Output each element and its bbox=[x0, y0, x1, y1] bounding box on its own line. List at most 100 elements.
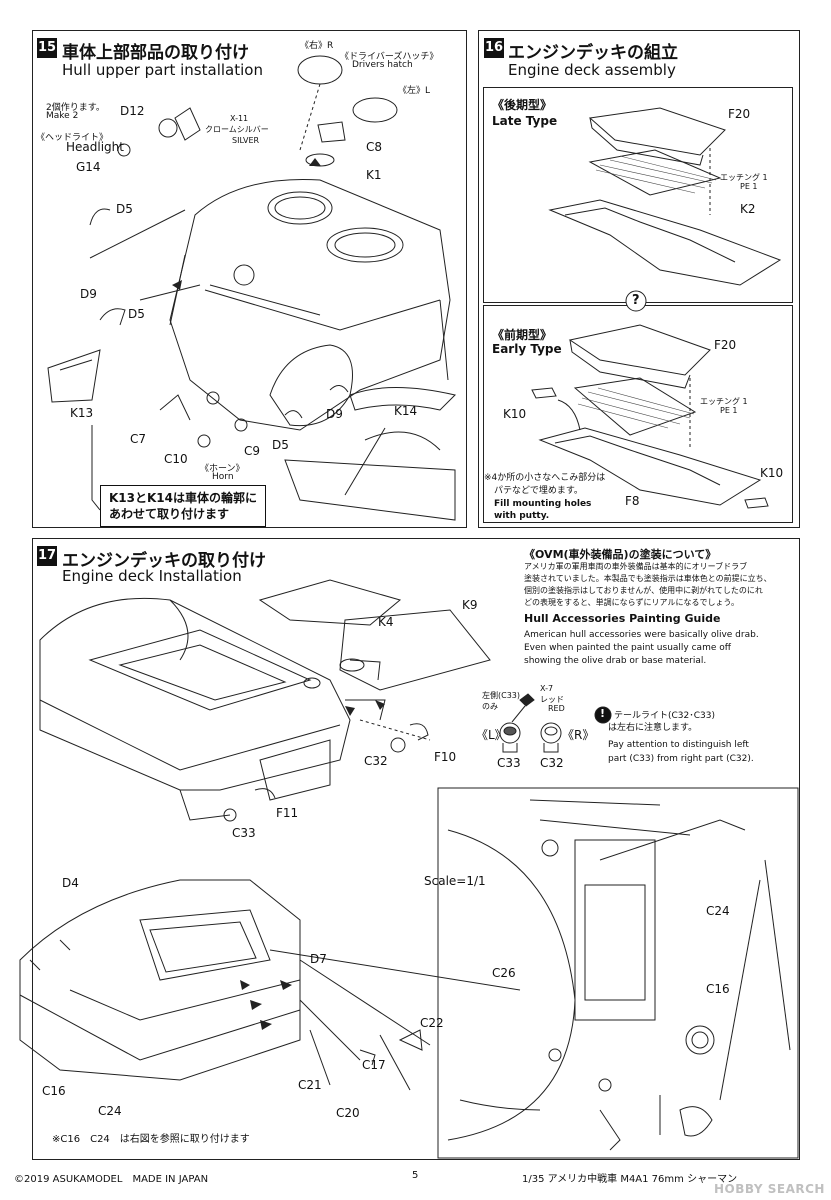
part-C32: C32 bbox=[364, 754, 388, 768]
paint-jp: クロームシルバー bbox=[205, 125, 269, 134]
part-D5-right: D5 bbox=[272, 438, 289, 452]
part-C33: C33 bbox=[232, 826, 256, 840]
putty-note-jp2: パテなどで埋めます。 bbox=[494, 486, 583, 496]
part-D4: D4 bbox=[62, 876, 79, 890]
scale-part-C24: C24 bbox=[706, 904, 730, 918]
horn-jp: 《ホーン》 bbox=[200, 464, 245, 474]
step15-number: 15 bbox=[37, 38, 57, 58]
early-type-jp: 《前期型》 bbox=[492, 328, 553, 342]
early-type-en: Early Type bbox=[492, 342, 562, 356]
step15-panel bbox=[32, 30, 467, 528]
putty-note-en2: with putty. bbox=[494, 511, 550, 521]
taillight-right-part: C32 bbox=[540, 756, 564, 770]
step17-panel bbox=[32, 538, 800, 1160]
part-C16: C16 bbox=[42, 1084, 66, 1098]
part-C17: C17 bbox=[362, 1058, 386, 1072]
make2-en: Make 2 bbox=[46, 111, 79, 121]
late-type-en: Late Type bbox=[492, 114, 558, 128]
early-part-K10-right: K10 bbox=[760, 466, 784, 480]
tail-jp-2: は左右に注意します。 bbox=[608, 723, 698, 733]
early-part-F8: F8 bbox=[625, 494, 640, 508]
tail-en-1: Pay attention to distinguish left bbox=[608, 740, 749, 750]
left-mark: 《L》 bbox=[476, 728, 507, 742]
part-C21: C21 bbox=[298, 1078, 322, 1092]
hatch-left-label: 《左》L bbox=[398, 86, 431, 96]
part-K1: K1 bbox=[366, 168, 382, 182]
scale-label: Scale=1/1 bbox=[424, 874, 486, 888]
step16-panel bbox=[478, 30, 800, 528]
question-mark: ? bbox=[632, 293, 640, 308]
part-C20: C20 bbox=[336, 1106, 360, 1120]
step17-bottom-note: ※C16 C24 は右図を参照に取り付けます bbox=[52, 1134, 250, 1145]
step15-note-line2: あわせて取り付けます bbox=[109, 507, 230, 521]
part-K14: K14 bbox=[394, 404, 418, 418]
red-jp: レッド bbox=[540, 695, 564, 704]
late-type-jp: 《後期型》 bbox=[492, 98, 553, 112]
taillight-left-part: C33 bbox=[497, 756, 521, 770]
ovm-body-en-2: Even when painted the paint usually came… bbox=[524, 643, 731, 653]
part-F10: F10 bbox=[434, 750, 457, 764]
step16-number: 16 bbox=[484, 38, 504, 58]
headlight-jp: 《ヘッドライト》 bbox=[36, 133, 109, 143]
footer-copyright: ©2019 ASUKAMODEL MADE IN JAPAN bbox=[14, 1174, 209, 1185]
part-D5-top: D5 bbox=[116, 202, 133, 216]
putty-note-en1: Fill mounting holes bbox=[494, 499, 592, 509]
ovm-title-en: Hull Accessories Painting Guide bbox=[524, 612, 721, 625]
putty-note-jp1: ※4か所の小さなへこみ部分は bbox=[484, 473, 606, 483]
ovm-body-jp-2: 塗装されていました。本製品でも塗装指示は車体色との前提に立ち、 bbox=[524, 574, 772, 583]
left-only-jp-1: 左側(C33) bbox=[482, 691, 521, 700]
horn-en: Horn bbox=[212, 472, 234, 482]
red-en: RED bbox=[548, 704, 565, 713]
headlight-en: Headlight bbox=[66, 140, 124, 154]
early-part-F20: F20 bbox=[714, 338, 737, 352]
footer-product: 1/35 アメリカ中戦車 M4A1 76mm シャーマン bbox=[522, 1174, 738, 1185]
part-C22: C22 bbox=[420, 1016, 444, 1030]
part-D12: D12 bbox=[120, 104, 145, 118]
paint-code: X-11 bbox=[230, 114, 249, 123]
part-C10: C10 bbox=[164, 452, 188, 466]
paint-en: SILVER bbox=[232, 136, 260, 145]
part-C26: C26 bbox=[492, 966, 516, 980]
left-only-jp-2: のみ bbox=[482, 702, 498, 711]
part-D9-left: D9 bbox=[80, 287, 97, 301]
part-C7: C7 bbox=[130, 432, 147, 446]
late-part-F20: F20 bbox=[728, 107, 751, 121]
attention-icon: ! bbox=[600, 707, 606, 720]
late-part-K2: K2 bbox=[740, 202, 756, 216]
part-C24: C24 bbox=[98, 1104, 122, 1118]
part-C8: C8 bbox=[366, 140, 383, 154]
late-etching-en: PE 1 bbox=[740, 182, 758, 191]
part-K4: K4 bbox=[378, 615, 394, 629]
part-G14: G14 bbox=[76, 160, 101, 174]
step15-note: K13とK14は車体の輪郭に あわせて取り付けます bbox=[100, 485, 266, 527]
step15-title-jp: 車体上部部品の取り付け bbox=[62, 43, 249, 63]
late-etching-jp: エッチング 1 bbox=[720, 173, 768, 182]
part-C9: C9 bbox=[244, 444, 261, 458]
ovm-body-jp-3: 個別の塗装指示はしておりませんが、使用中に剥がれてしたのにれ bbox=[524, 586, 763, 595]
part-D5-left: D5 bbox=[128, 307, 145, 321]
part-K9: K9 bbox=[462, 598, 478, 612]
part-K13: K13 bbox=[70, 406, 94, 420]
footer-watermark: HOBBY SEARCH bbox=[714, 1182, 825, 1196]
drivers-hatch-jp: 《ドライバーズハッチ》 bbox=[340, 52, 439, 62]
part-F11: F11 bbox=[276, 806, 299, 820]
part-D7: D7 bbox=[310, 952, 327, 966]
tail-jp-1: テールライト(C32･C33) bbox=[614, 711, 715, 721]
step15-note-line1: K13とK14は車体の輪郭に bbox=[109, 491, 257, 505]
drivers-hatch-en: Drivers hatch bbox=[352, 60, 413, 70]
ovm-body-jp-1: アメリカ軍の軍用車両の車外装備品は基本的にオリーブドラブ bbox=[524, 562, 748, 571]
step17-title-en: Engine deck Installation bbox=[62, 567, 242, 585]
red-code: X-7 bbox=[540, 684, 554, 693]
early-part-K10-left: K10 bbox=[503, 407, 527, 421]
ovm-title-jp: 《OVM(車外装備品)の塗装について》 bbox=[524, 548, 717, 561]
step15-title-en: Hull upper part installation bbox=[62, 61, 263, 79]
tail-en-2: part (C33) from right part (C32). bbox=[608, 754, 754, 764]
step16-title-jp: エンジンデッキの組立 bbox=[508, 43, 678, 63]
step16-title-en: Engine deck assembly bbox=[508, 61, 676, 79]
part-D9-right: D9 bbox=[326, 407, 343, 421]
footer-page-number: 5 bbox=[412, 1170, 419, 1181]
